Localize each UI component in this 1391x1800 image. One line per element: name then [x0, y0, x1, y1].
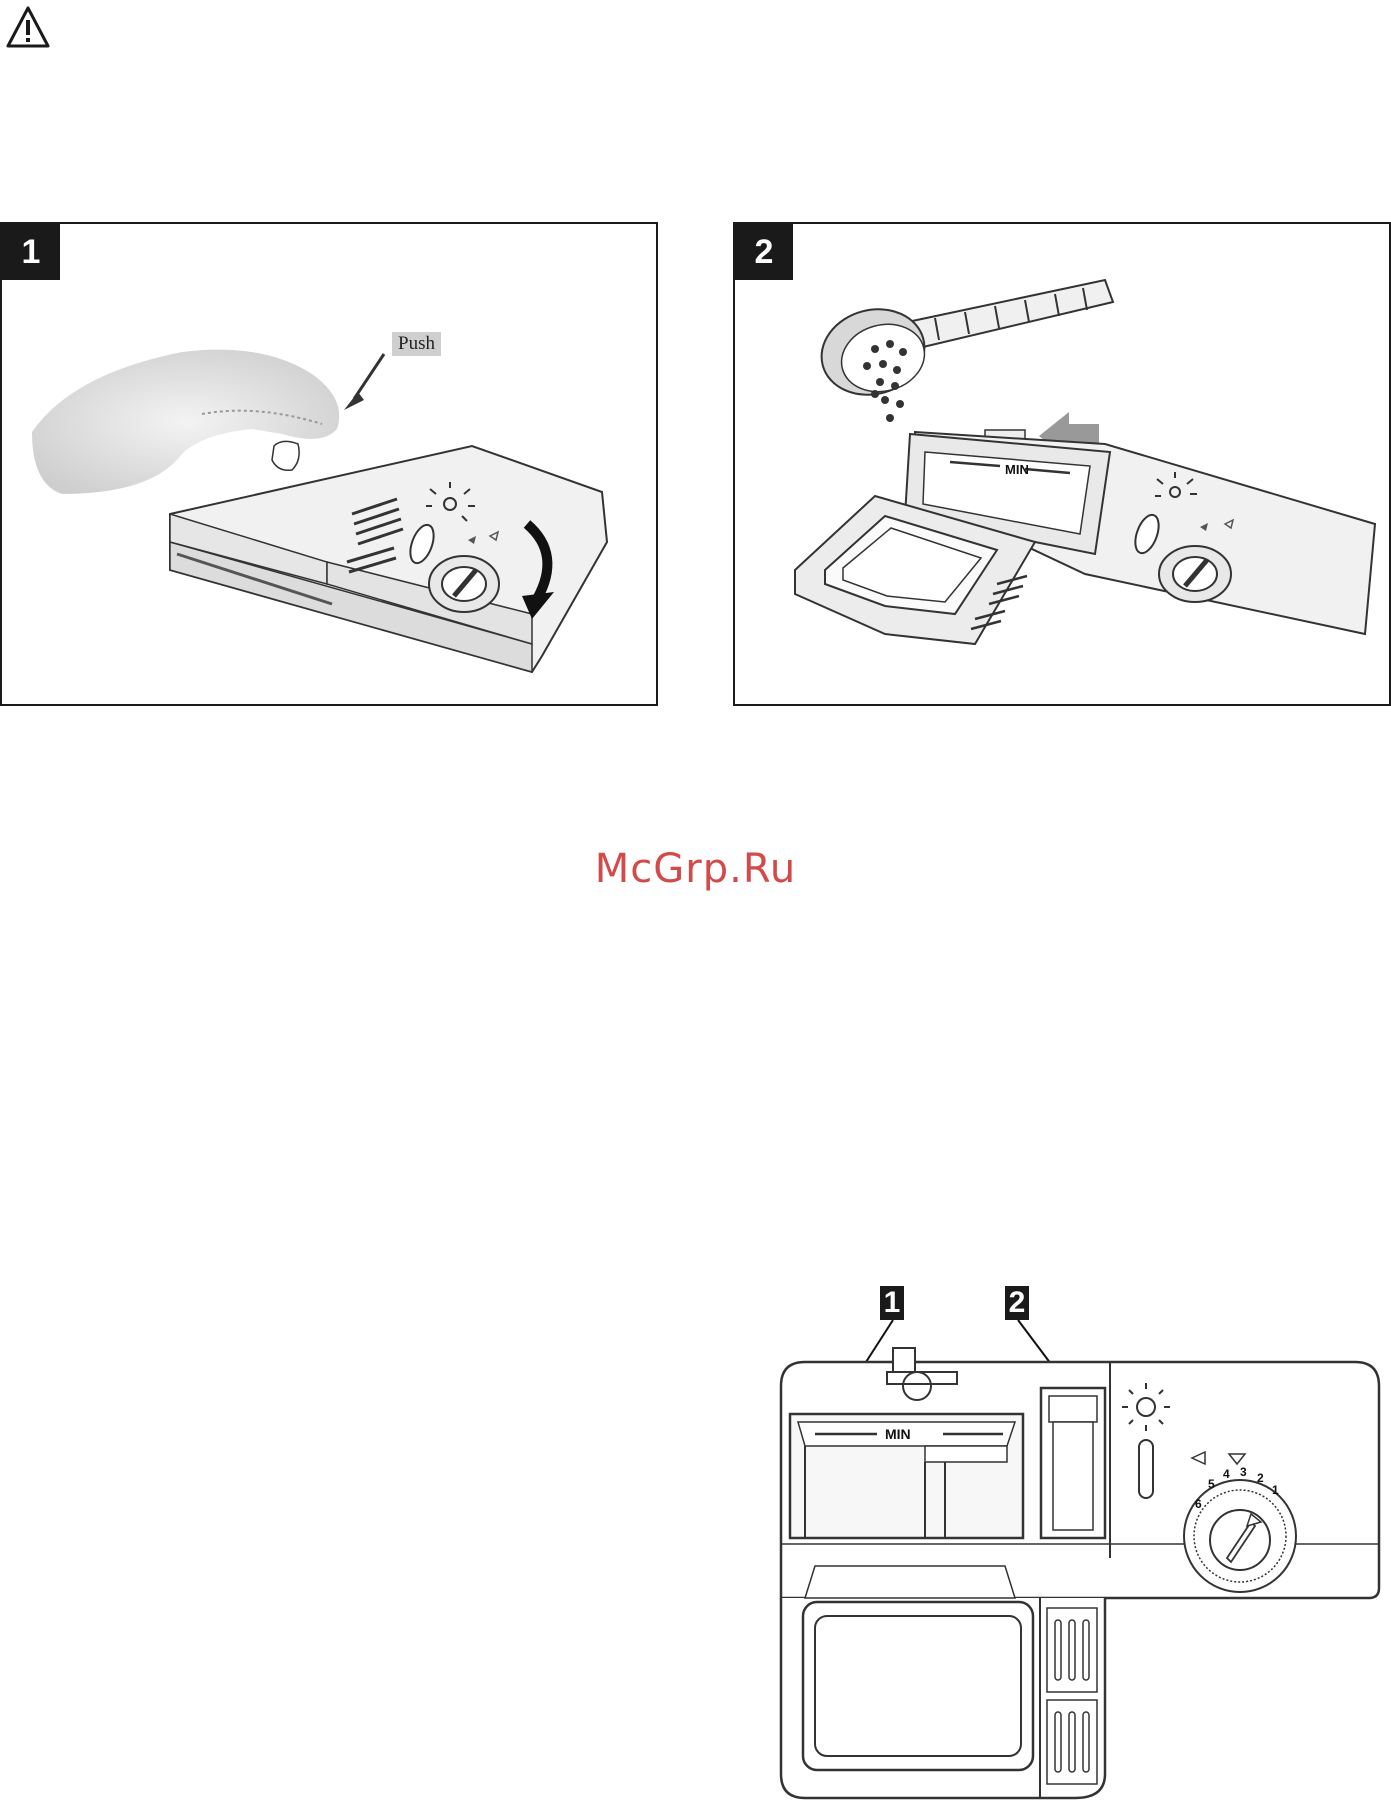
min-label: MIN	[1005, 462, 1029, 477]
dispenser-illustration	[2, 224, 656, 704]
figure-2-fill-detergent: 2 MIN	[733, 222, 1391, 706]
scoop-icon	[812, 280, 1113, 406]
watermark: McGrp.Ru	[0, 846, 1391, 892]
min-label: MIN	[885, 1426, 911, 1442]
figure-3-dispenser-diagram: 1 2 MIN	[775, 1286, 1391, 1800]
svg-text:6: 6	[1195, 1497, 1202, 1511]
svg-text:3: 3	[1240, 1465, 1247, 1479]
svg-text:4: 4	[1223, 1467, 1230, 1481]
figure-1-open-dispenser: 1	[0, 222, 658, 706]
detergent-illustration: MIN	[735, 224, 1389, 704]
hand-illustration	[32, 350, 339, 494]
push-label: Push	[392, 332, 441, 356]
dispenser-front-view: MIN 6 5 4 3 2 1	[775, 1286, 1391, 1800]
svg-text:5: 5	[1208, 1477, 1215, 1491]
svg-text:2: 2	[1257, 1471, 1264, 1485]
warning-triangle-icon	[4, 4, 54, 52]
svg-text:1: 1	[1272, 1483, 1279, 1497]
